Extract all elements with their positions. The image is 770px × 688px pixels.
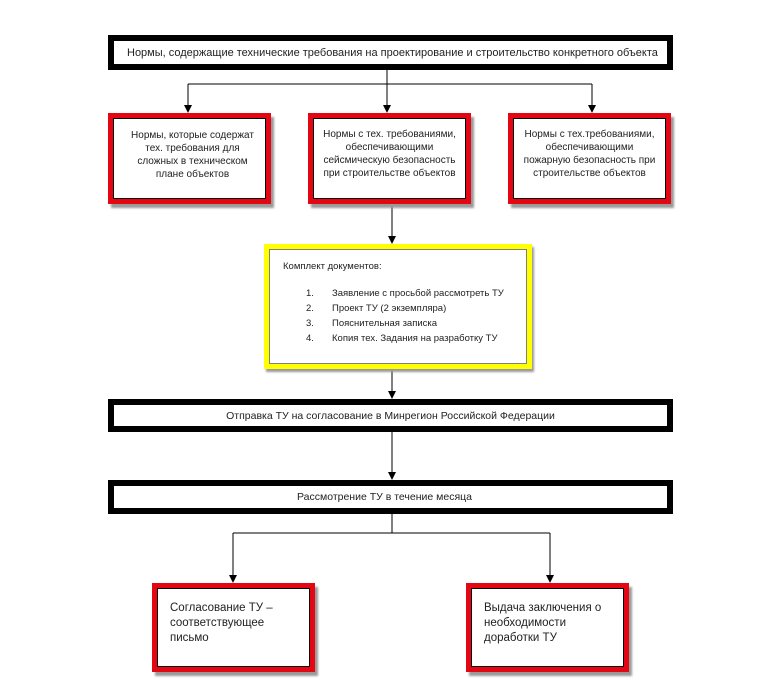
text-line: Согласование ТУ – (170, 602, 273, 614)
text-line: пожарную безопасность при (523, 155, 656, 166)
list-text: Заявление с просьбой рассмотреть ТУ (332, 288, 504, 299)
list-number: 2. (306, 303, 314, 314)
text-line: Нормы с тех.требованиями, (524, 129, 655, 140)
documents-box: Комплект документов: 1. Заявление с прось… (264, 244, 532, 369)
text-line: сложных в техническом (137, 156, 248, 167)
text-line: обеспечивающими (345, 142, 434, 153)
documents-list: 1. Заявление с просьбой рассмотреть ТУ 2.… (306, 287, 504, 347)
norm-box-seismic-safety: Нормы с тех. требованиями, обеспечивающи… (308, 113, 471, 204)
text-line: тех. требования для (145, 143, 240, 154)
documents-list-item: 1. Заявление с просьбой рассмотреть ТУ (306, 287, 504, 302)
outcome-text: Выдача заключения о необходимости дорабо… (471, 588, 624, 646)
norm-box-complex-objects: Нормы, которые содержат тех. требования … (108, 113, 271, 204)
review-text: Рассмотрение ТУ в течение месяца (297, 491, 472, 503)
norm-box-text: Нормы с тех. требованиями, обеспечивающи… (313, 118, 466, 180)
norm-box-text: Нормы, которые содержат тех. требования … (113, 118, 266, 181)
list-number: 4. (306, 333, 314, 344)
text-line: плане объектов (155, 169, 230, 180)
send-for-approval-box: Отправка ТУ на согласование в Минрегион … (108, 399, 673, 432)
norms-title-text: Нормы, содержащие технические требования… (127, 46, 658, 59)
text-line: строительстве объектов (533, 168, 646, 179)
text-line: Выдача заключения о (484, 602, 602, 614)
norms-title-box: Нормы, содержащие технические требования… (108, 35, 673, 70)
review-box: Рассмотрение ТУ в течение месяца (108, 480, 673, 514)
outcome-text: Согласование ТУ – соответствующее письмо (157, 588, 310, 646)
list-text: Копия тех. Задания на разработку ТУ (332, 333, 498, 344)
documents-list-item: 4. Копия тех. Задания на разработку ТУ (306, 332, 504, 347)
text-line: сейсмическую безопасность (323, 155, 456, 166)
text-line: письмо (170, 632, 209, 644)
list-text: Проект ТУ (2 экземпляра) (332, 303, 447, 314)
text-line: необходимости (484, 617, 566, 629)
text-line: при строительстве объектов (323, 168, 456, 179)
send-for-approval-text: Отправка ТУ на согласование в Минрегион … (226, 409, 555, 422)
documents-list-item: 3. Пояснительная записка (306, 317, 504, 332)
text-line: доработки ТУ (484, 632, 557, 644)
outcome-box-approval: Согласование ТУ – соответствующее письмо (152, 583, 315, 672)
list-number: 3. (306, 318, 314, 329)
text-line: Нормы, которые содержат (131, 130, 254, 141)
norm-box-fire-safety: Нормы с тех.требованиями, обеспечивающим… (508, 113, 671, 204)
norm-box-text: Нормы с тех.требованиями, обеспечивающим… (513, 118, 666, 180)
documents-list-item: 2. Проект ТУ (2 экземпляра) (306, 302, 504, 317)
list-number: 1. (306, 288, 314, 299)
list-text: Пояснительная записка (332, 318, 438, 329)
text-line: обеспечивающими (545, 142, 634, 153)
text-line: Нормы с тех. требованиями, (323, 129, 456, 140)
outcome-box-rework: Выдача заключения о необходимости дорабо… (466, 583, 629, 672)
text-line: соответствующее (170, 617, 265, 629)
documents-header: Комплект документов: (283, 261, 382, 272)
